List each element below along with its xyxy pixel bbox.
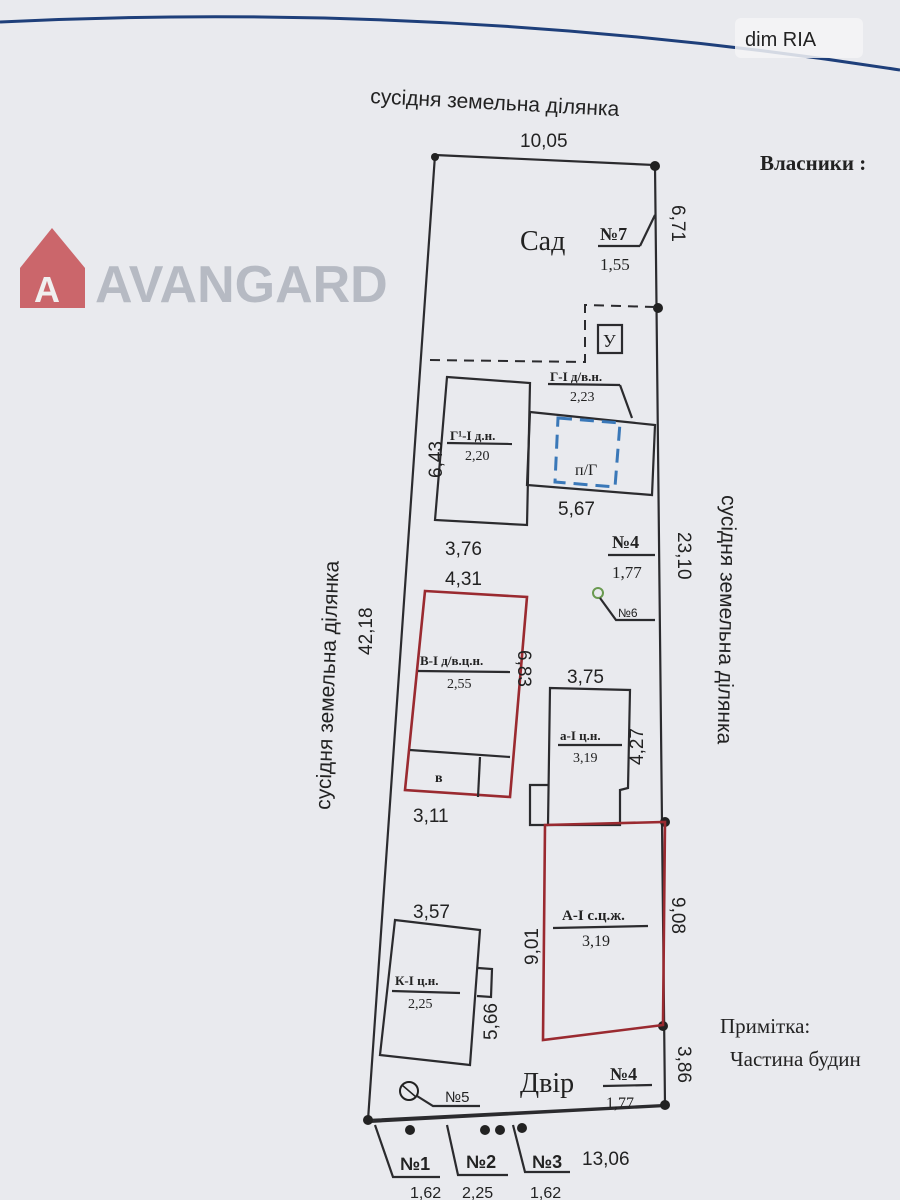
svg-text:9,08: 9,08 [667, 897, 688, 934]
porch-line [528, 783, 548, 827]
building-g1 [433, 375, 532, 527]
svg-text:№1: №1 [400, 1154, 430, 1174]
svg-text:сусідня земельна ділянка: сусідня земельна ділянка [713, 495, 740, 745]
leader-line [639, 214, 656, 247]
svg-text:№3: №3 [532, 1152, 562, 1172]
svg-text:2,20: 2,20 [465, 449, 490, 464]
svg-text:К-І ц.н.: К-І ц.н. [395, 973, 439, 988]
label-divider [446, 441, 513, 446]
svg-text:№6: №6 [618, 606, 638, 620]
svg-text:В-І д/в.ц.н.: В-І д/в.ц.н. [420, 653, 483, 668]
avangard-watermark: A AVANGARD [20, 228, 388, 314]
svg-text:13,06: 13,06 [582, 1149, 630, 1170]
neighbor-labels: сусідня земельна ділянка сусідня земельн… [312, 85, 740, 810]
building-u [596, 323, 624, 355]
svg-text:2,25: 2,25 [462, 1185, 493, 1200]
svg-text:A: A [34, 269, 60, 310]
svg-text:№4: №4 [610, 1064, 637, 1084]
building-k [378, 918, 482, 1067]
svg-text:У: У [603, 331, 616, 351]
svg-text:10,05: 10,05 [520, 131, 568, 152]
svg-text:Власники :: Власники : [760, 151, 866, 175]
leader-line [445, 1124, 508, 1177]
garden-border-dashed [429, 303, 656, 364]
building-a-main-registered [541, 820, 667, 1042]
svg-text:1,55: 1,55 [600, 255, 630, 274]
svg-text:6,43: 6,43 [426, 441, 447, 478]
svg-text:3,11: 3,11 [413, 806, 449, 827]
leader-line [599, 597, 655, 622]
dimension-labels: 10,05 6,71 42,18 6,43 5,67 3,76 23,10 4,… [356, 131, 694, 1170]
leader-line [373, 1124, 440, 1179]
leader-line [618, 384, 634, 419]
svg-text:4,31: 4,31 [445, 569, 482, 590]
bottom-fence [367, 1104, 666, 1124]
svg-text:№5: №5 [445, 1089, 469, 1106]
svg-text:2,25: 2,25 [408, 997, 433, 1012]
svg-text:9,01: 9,01 [522, 928, 543, 965]
label-divider [547, 382, 621, 387]
svg-text:1,77: 1,77 [612, 563, 642, 582]
building-g [525, 410, 657, 497]
svg-text:Частина будин: Частина будин [730, 1047, 861, 1071]
svg-text:3,19: 3,19 [573, 751, 598, 766]
porch-line [476, 756, 482, 798]
svg-text:2,55: 2,55 [447, 677, 472, 692]
svg-text:Сад: Сад [520, 226, 565, 257]
porch-line [476, 966, 494, 999]
svg-text:сусідня земельна ділянка: сусідня земельна ділянка [312, 560, 344, 810]
svg-text:3,75: 3,75 [567, 667, 604, 688]
svg-text:в: в [435, 771, 443, 786]
svg-text:№4: №4 [612, 532, 639, 552]
svg-text:Примітка:: Примітка: [720, 1014, 810, 1038]
svg-text:3,57: 3,57 [413, 902, 450, 923]
svg-text:2,23: 2,23 [570, 390, 595, 405]
dimria-logo: dim RIA [735, 18, 863, 58]
planned-building-pg [553, 416, 622, 489]
svg-text:3,19: 3,19 [582, 933, 610, 950]
porch-line [409, 748, 511, 759]
building-v-registered [403, 589, 529, 799]
svg-text:1,77: 1,77 [606, 1095, 634, 1112]
boundary-points [363, 153, 670, 1135]
tree-icon [592, 587, 604, 599]
well-icon [399, 1081, 419, 1101]
svg-text:Г-І д/в.н.: Г-І д/в.н. [550, 369, 602, 384]
svg-text:5,67: 5,67 [558, 499, 595, 520]
svg-text:3,86: 3,86 [673, 1046, 694, 1083]
svg-text:4,27: 4,27 [627, 728, 648, 765]
leader-line [511, 1124, 570, 1174]
svg-text:№2: №2 [466, 1152, 496, 1172]
svg-text:5,66: 5,66 [481, 1003, 502, 1040]
label-divider [391, 989, 461, 995]
svg-text:1,62: 1,62 [530, 1185, 561, 1200]
svg-text:dim RIA: dim RIA [745, 29, 817, 51]
svg-text:п/Г: п/Г [575, 462, 597, 479]
leader-line [416, 1095, 480, 1108]
svg-text:№7: №7 [600, 224, 627, 244]
svg-text:AVANGARD: AVANGARD [95, 256, 388, 314]
label-divider [552, 924, 649, 930]
svg-text:1,62: 1,62 [410, 1185, 441, 1200]
svg-text:сусідня земельна ділянка: сусідня земельна ділянка [370, 85, 620, 121]
label-divider [602, 1083, 653, 1088]
svg-text:23,10: 23,10 [673, 532, 694, 580]
svg-text:42,18: 42,18 [356, 607, 377, 655]
svg-text:6,83: 6,83 [513, 650, 534, 687]
svg-text:6,71: 6,71 [667, 205, 688, 242]
svg-text:3,76: 3,76 [445, 539, 482, 560]
svg-text:Г¹-І д.н.: Г¹-І д.н. [450, 428, 495, 443]
svg-text:Двір: Двір [520, 1068, 574, 1099]
label-divider [417, 669, 511, 674]
svg-text:а-І ц.н.: а-І ц.н. [560, 728, 601, 743]
svg-text:А-І с.ц.ж.: А-І с.ц.ж. [562, 908, 625, 924]
